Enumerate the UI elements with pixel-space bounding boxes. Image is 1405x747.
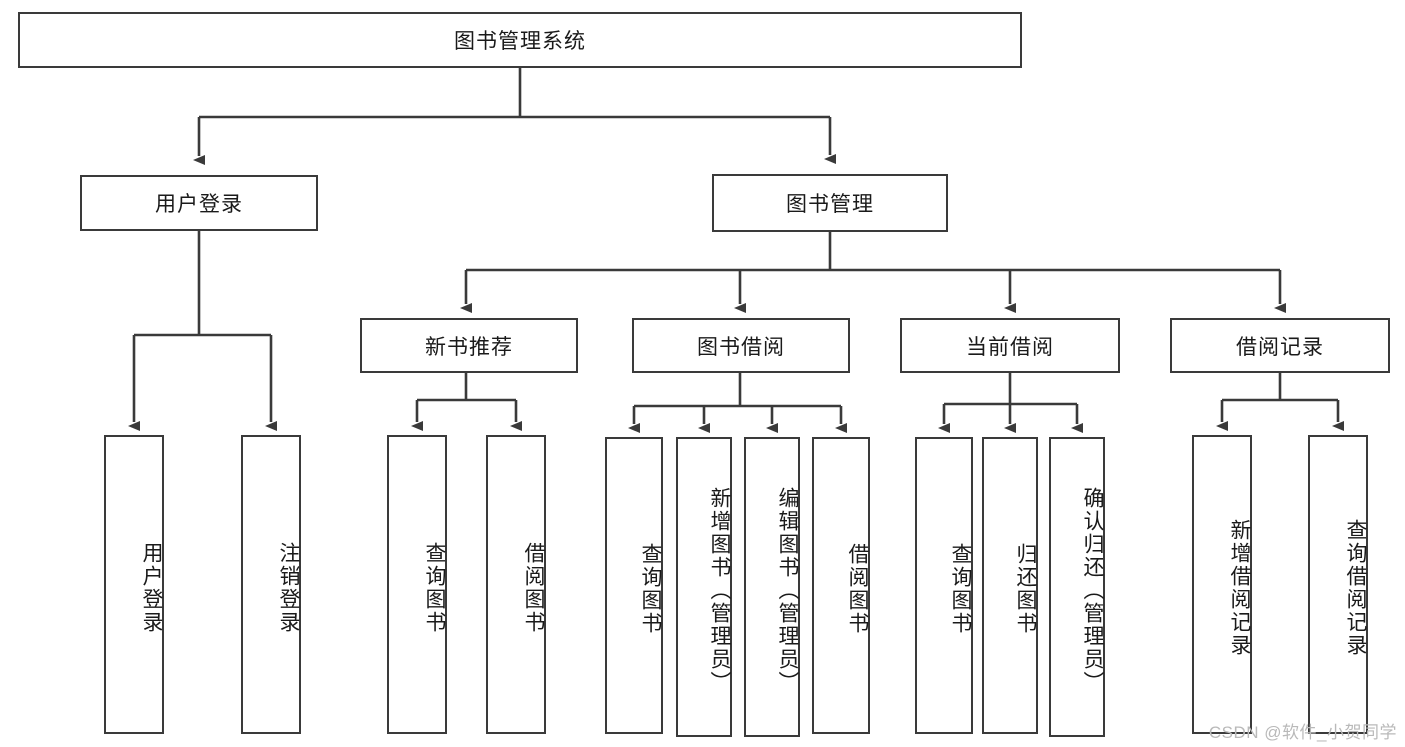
leaf-return-book-label: 归还图书 (1014, 542, 1037, 635)
leaf-edit-book-label: 编辑图书（管理员） (776, 486, 799, 694)
node-user-login[interactable]: 用户登录 (80, 175, 318, 231)
leaf-add-record[interactable]: 新增借阅记录 (1192, 435, 1252, 734)
leaf-query-book-2-label: 查询图书 (639, 542, 662, 635)
node-current-borrow[interactable]: 当前借阅 (900, 318, 1120, 373)
leaf-user-login-label: 用户登录 (140, 541, 163, 634)
node-book-borrow[interactable]: 图书借阅 (632, 318, 850, 373)
leaf-return-book[interactable]: 归还图书 (982, 437, 1038, 734)
leaf-borrow-book-2-label: 借阅图书 (846, 542, 869, 635)
node-root[interactable]: 图书管理系统 (18, 12, 1022, 68)
node-borrow-record[interactable]: 借阅记录 (1170, 318, 1390, 373)
leaf-query-book-2[interactable]: 查询图书 (605, 437, 663, 734)
leaf-query-record-label: 查询借阅记录 (1344, 518, 1367, 657)
leaf-confirm-return[interactable]: 确认归还（管理员） (1049, 437, 1105, 737)
leaf-add-book-label: 新增图书（管理员） (708, 486, 731, 694)
watermark-text: CSDN @软件_小贺同学 (1208, 723, 1397, 742)
leaf-query-record[interactable]: 查询借阅记录 (1308, 435, 1368, 734)
leaf-confirm-return-label: 确认归还（管理员） (1081, 486, 1104, 694)
leaf-borrow-book-2[interactable]: 借阅图书 (812, 437, 870, 734)
node-root-label: 图书管理系统 (454, 30, 586, 53)
leaf-query-book-3-label: 查询图书 (949, 542, 972, 635)
leaf-query-book-1[interactable]: 查询图书 (387, 435, 447, 734)
node-new-book-recommend-label: 新书推荐 (425, 335, 513, 359)
node-current-borrow-label: 当前借阅 (966, 335, 1054, 359)
node-user-login-label: 用户登录 (155, 193, 243, 216)
node-book-manage-label: 图书管理 (786, 193, 874, 216)
node-book-borrow-label: 图书借阅 (697, 335, 785, 359)
leaf-edit-book[interactable]: 编辑图书（管理员） (744, 437, 800, 737)
leaf-add-book[interactable]: 新增图书（管理员） (676, 437, 732, 737)
leaf-borrow-book-1-label: 借阅图书 (522, 541, 545, 634)
leaf-add-record-label: 新增借阅记录 (1228, 518, 1251, 657)
leaf-logout-login[interactable]: 注销登录 (241, 435, 301, 734)
leaf-logout-login-label: 注销登录 (277, 541, 300, 634)
leaf-query-book-3[interactable]: 查询图书 (915, 437, 973, 734)
leaf-query-book-1-label: 查询图书 (423, 541, 446, 634)
leaf-borrow-book-1[interactable]: 借阅图书 (486, 435, 546, 734)
node-new-book-recommend[interactable]: 新书推荐 (360, 318, 578, 373)
node-book-manage[interactable]: 图书管理 (712, 174, 948, 232)
leaf-user-login[interactable]: 用户登录 (104, 435, 164, 734)
node-borrow-record-label: 借阅记录 (1236, 335, 1324, 359)
